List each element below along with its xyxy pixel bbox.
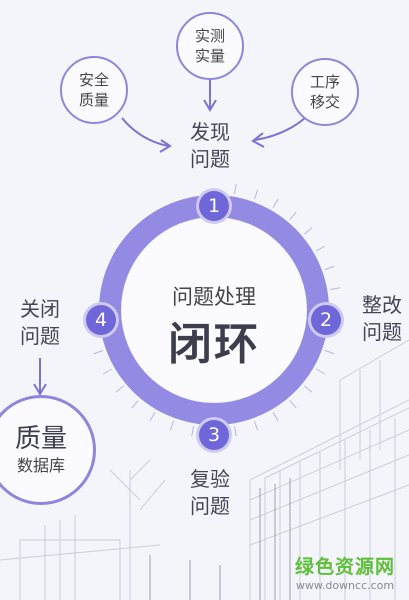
discover-line2: 问题 — [190, 147, 230, 171]
close-line1: 关闭 — [20, 297, 60, 321]
site-watermark: 绿色资源网 www.downcc.com — [295, 552, 395, 592]
recheck-line2: 问题 — [190, 494, 230, 518]
step-node-4: 4 — [86, 305, 116, 335]
handover-line1: 工序 — [309, 73, 340, 91]
handover-source: 工序 移交 — [291, 58, 359, 126]
quality-database-circle: 质量 数据库 — [0, 395, 96, 505]
rectify-problem-label: 整改 问题 — [352, 292, 409, 346]
step-node-2: 2 — [311, 305, 341, 335]
closed-loop-ring: 1 2 3 4 问题处理 闭环 — [82, 178, 346, 450]
safety-quality-line1: 安全 — [78, 71, 109, 89]
recheck-problem-label: 复验 问题 — [170, 466, 250, 520]
rectify-line1: 整改 — [362, 293, 402, 317]
handover-line2: 移交 — [309, 93, 340, 111]
safety-quality-source: 安全 质量 — [60, 56, 128, 124]
measure-line1: 实测 — [194, 27, 225, 45]
close-problem-label: 关闭 问题 — [2, 296, 78, 350]
recheck-line1: 复验 — [190, 467, 230, 491]
step-node-1: 1 — [199, 191, 229, 221]
measure-line2: 实量 — [194, 47, 225, 65]
database-line1: 质量 — [14, 424, 67, 454]
close-line2: 问题 — [20, 324, 60, 348]
discover-line1: 发现 — [190, 120, 230, 144]
watermark-url-text: www.downcc.com — [295, 579, 395, 592]
watermark-main-text: 绿色资源网 — [294, 556, 395, 578]
database-line2: 数据库 — [16, 456, 65, 475]
step-node-3: 3 — [199, 420, 229, 450]
measure-source: 实测 实量 — [176, 12, 244, 80]
center-subtitle: 问题处理 — [172, 285, 256, 309]
rectify-line2: 问题 — [362, 320, 402, 344]
center-title: 闭环 — [168, 319, 260, 370]
safety-quality-line2: 质量 — [78, 91, 109, 109]
discover-problem-label: 发现 问题 — [170, 119, 250, 173]
